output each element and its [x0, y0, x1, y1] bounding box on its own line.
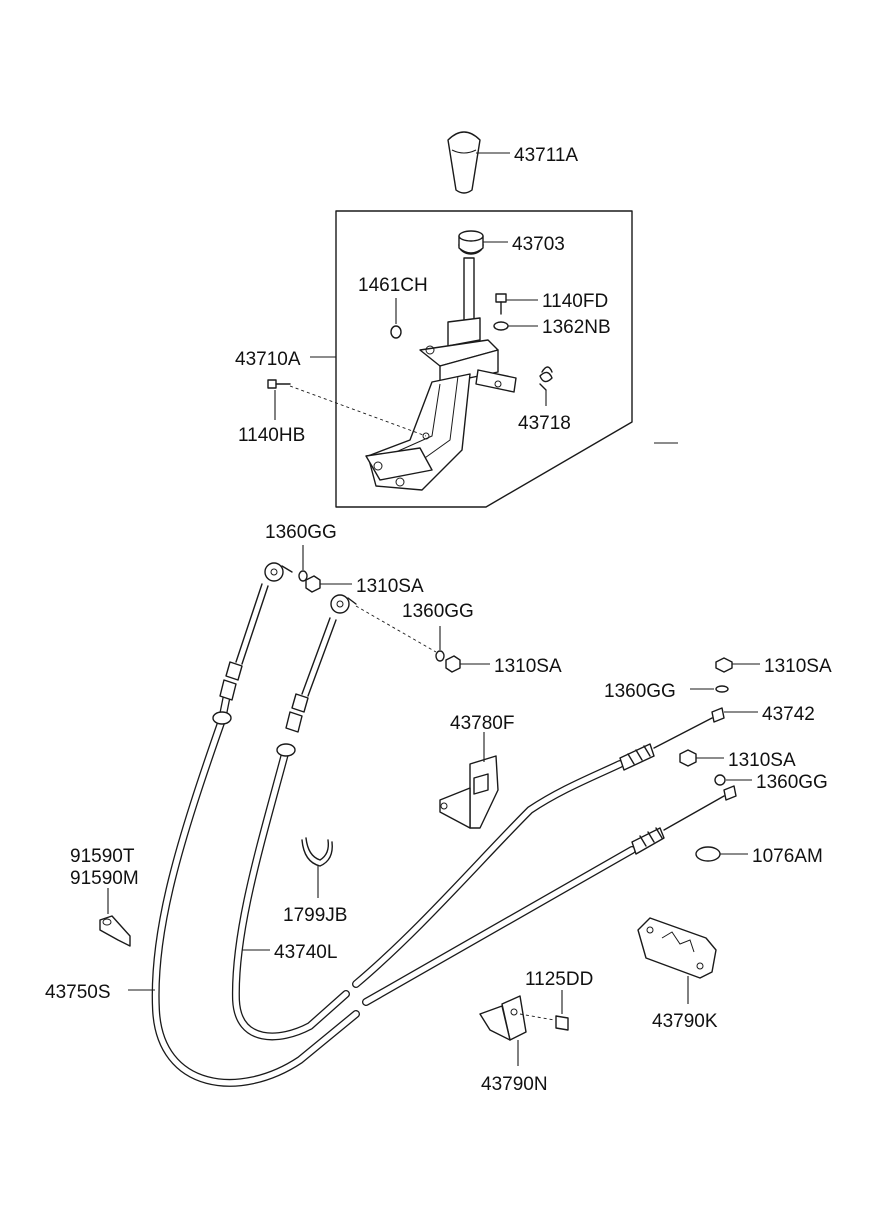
lever-assembly-box — [335, 210, 633, 508]
washer-1360GG-d — [714, 774, 726, 786]
label-43740L: 43740L — [274, 942, 337, 963]
nut-1310SA-b — [445, 655, 461, 673]
label-43750S: 43750S — [45, 982, 111, 1003]
label-1125DD: 1125DD — [525, 969, 593, 990]
spring-43718 — [539, 366, 553, 391]
label-1360GG-a: 1360GG — [265, 522, 337, 543]
label-1461CH: 1461CH — [358, 275, 428, 296]
label-1140HB: 1140HB — [238, 425, 305, 446]
clip-1799JB — [301, 837, 333, 867]
washer-1360GG-c — [715, 685, 729, 693]
bolt-1140HB — [267, 379, 291, 389]
label-43742: 43742 — [762, 704, 815, 725]
label-91590M: 91590M — [70, 868, 139, 889]
bushing-43703 — [458, 230, 484, 255]
label-1799JB: 1799JB — [283, 905, 347, 926]
label-43780F: 43780F — [450, 713, 514, 734]
shift-knob — [447, 131, 481, 194]
washer-1360GG-a — [298, 570, 308, 582]
label-1360GG-b: 1360GG — [402, 601, 474, 622]
label-1360GG-d: 1360GG — [756, 772, 828, 793]
label-1362NB: 1362NB — [542, 317, 611, 338]
ring-1461CH — [390, 325, 402, 339]
label-43790K: 43790K — [652, 1011, 718, 1032]
washer-1362NB — [493, 321, 509, 331]
bolt-1125DD — [555, 1015, 569, 1031]
label-91590T: 91590T — [70, 846, 135, 867]
label-1310SA-b: 1310SA — [494, 656, 562, 677]
label-1310SA-d: 1310SA — [728, 750, 796, 771]
label-43718: 43718 — [518, 413, 571, 434]
cable-43750S — [151, 562, 737, 1087]
label-1310SA-a: 1310SA — [356, 576, 424, 597]
label-1140FD: 1140FD — [542, 291, 608, 312]
bracket-43790N — [479, 995, 555, 1041]
nut-1310SA-c — [715, 657, 733, 673]
label-1076AM: 1076AM — [752, 846, 823, 867]
label-1360GG-c: 1360GG — [604, 681, 676, 702]
label-43703: 43703 — [512, 234, 565, 255]
bracket-43780F — [439, 755, 499, 829]
bolt-1140FD — [495, 293, 507, 315]
cable-43740L — [231, 594, 725, 1041]
clip-91590T — [99, 915, 131, 947]
label-43710A: 43710A — [235, 349, 301, 370]
washer-1360GG-b — [435, 650, 445, 662]
hidden-line-1140HB — [289, 385, 427, 437]
grommet-1076AM — [695, 846, 721, 862]
shift-lever-body — [365, 257, 517, 491]
nut-1310SA-a — [305, 575, 321, 593]
cover-43790K — [637, 917, 717, 979]
label-1310SA-c: 1310SA — [764, 656, 832, 677]
label-43790N: 43790N — [481, 1074, 548, 1095]
label-43711A: 43711A — [514, 145, 578, 166]
nut-1310SA-d — [679, 749, 697, 767]
